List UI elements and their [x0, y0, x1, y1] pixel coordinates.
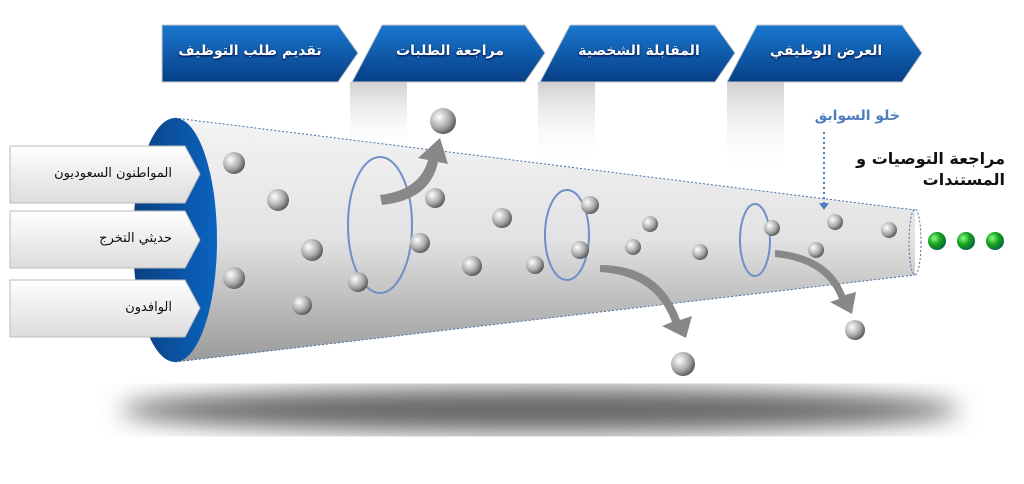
arrow-up-icon [380, 138, 448, 205]
source-saudi-citizens: المواطنون السعوديون [54, 166, 172, 181]
funnel-shadow [120, 388, 960, 432]
source-boxes [9, 145, 201, 338]
particles [223, 108, 897, 376]
review-documents-label: مراجعة التوصيات و المستندات [856, 149, 1005, 189]
funnel-body [133, 117, 922, 363]
source-expats: الوافدون [125, 300, 172, 315]
stage-label-offer: العرض الوظيفي [769, 43, 883, 59]
reject-arrows [380, 138, 856, 338]
source-graduates: حديثي التخرج [99, 231, 172, 246]
success-dots [928, 232, 1004, 250]
stage-columns [350, 82, 784, 172]
stage-label-review: مراجعة الطلبات [396, 43, 504, 59]
stage-banners [161, 24, 923, 83]
stage-label-interview: المقابلة الشخصية [578, 43, 700, 59]
clearance-label: خلو السوابق [814, 108, 900, 124]
stage-label-application: تقديم طلب التوظيف [178, 43, 322, 59]
arrow-down-icon [775, 250, 856, 314]
arrow-down-icon [600, 265, 692, 338]
